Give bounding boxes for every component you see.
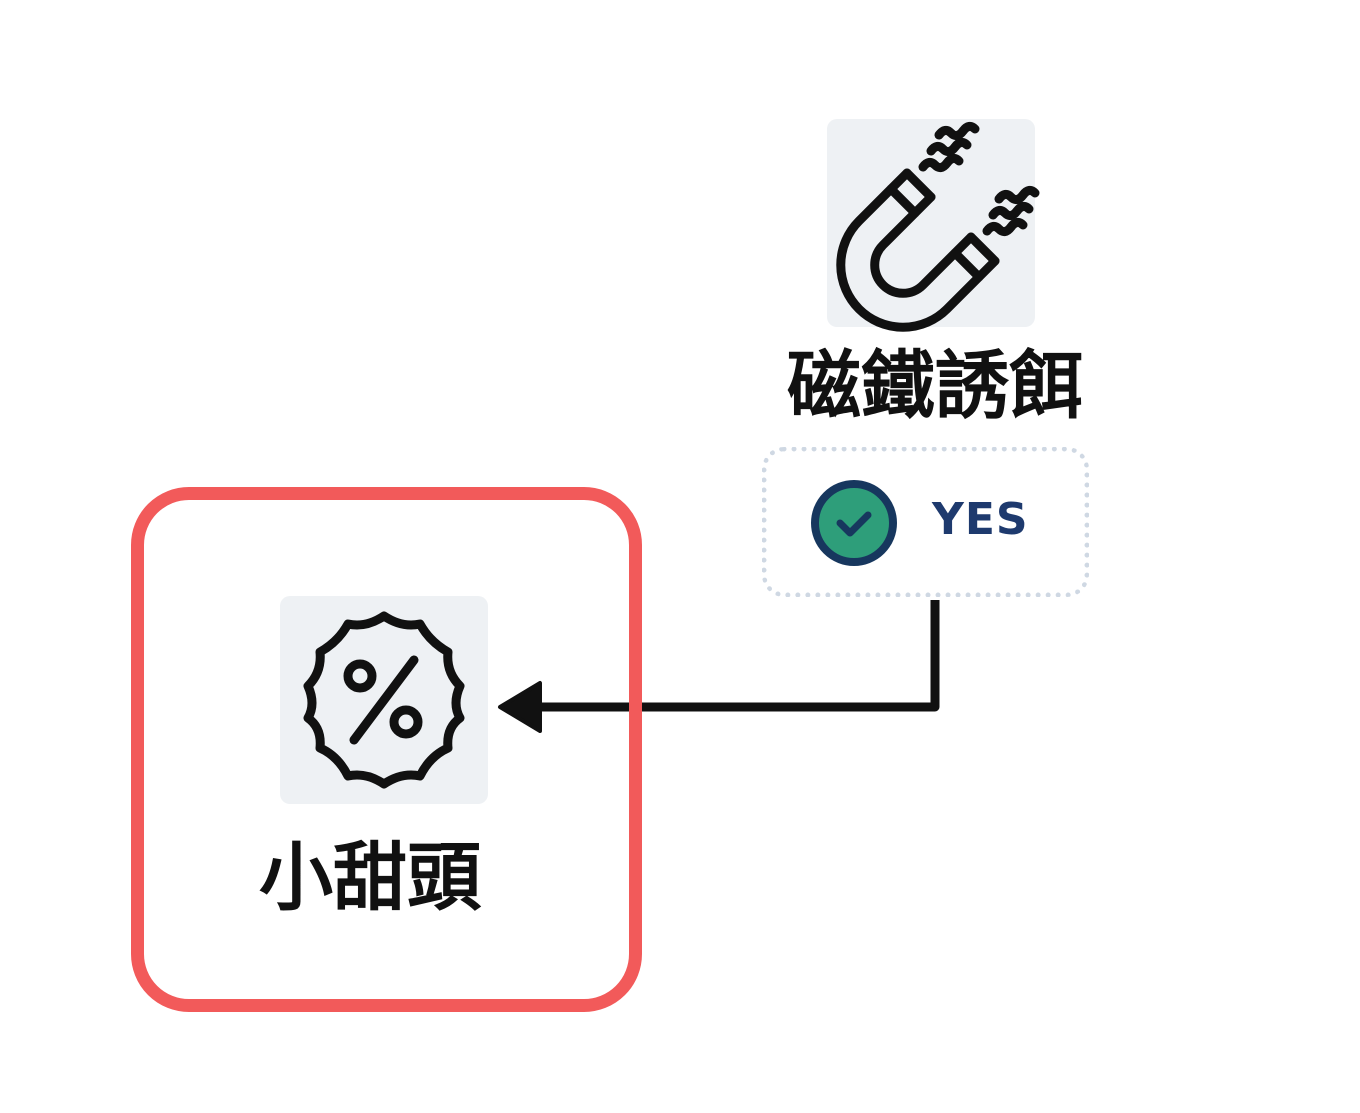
decision-box (762, 447, 1089, 597)
highlight-frame (131, 487, 642, 1012)
discount-badge-icon (303, 611, 465, 789)
target-node-label: 小甜頭 (259, 835, 481, 921)
check-circle-icon (811, 480, 897, 566)
magnet-icon (836, 121, 1040, 332)
decision-label: YES (932, 494, 1029, 545)
source-node-label: 磁鐵誘餌 (787, 343, 1083, 429)
